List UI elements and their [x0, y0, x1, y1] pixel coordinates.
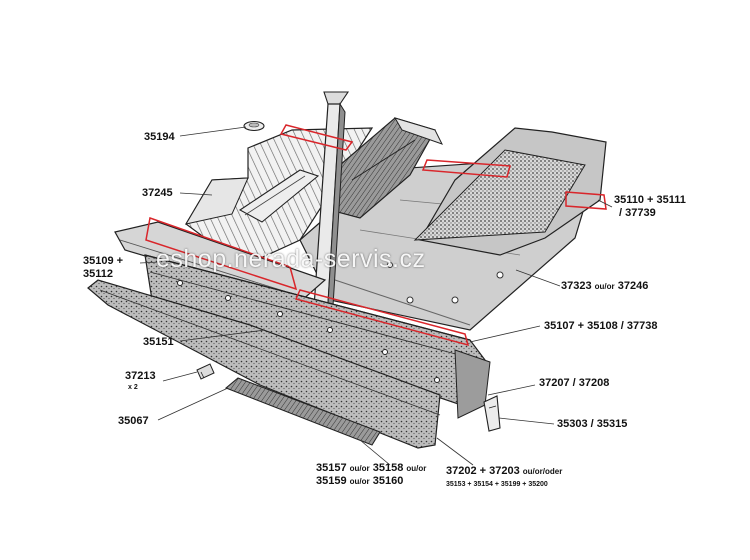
leader-lines	[139, 126, 613, 466]
label-37739: / 37739	[619, 207, 656, 219]
label-35157-number: 35157	[316, 462, 347, 474]
sill-strip	[224, 377, 381, 446]
label-37323: 37323 ou/or 37246	[561, 280, 648, 293]
label-37202-subparts: 35153 + 35154 + 35199 + 35200	[446, 481, 548, 488]
label-37202-number: 37202 + 37203	[446, 465, 520, 477]
label-35159-or: ou/or	[349, 477, 370, 486]
rubber-plug	[243, 120, 265, 132]
label-35194: 35194	[144, 131, 175, 143]
central-tunnel	[329, 117, 443, 219]
label-35303-35315: 35303 / 35315	[557, 418, 628, 430]
label-37202-37203: 37202 + 37203 ou/or/oder	[446, 465, 562, 478]
highlight-rear-crossmember	[279, 124, 354, 151]
label-35157-35158: 35157 ou/or 35158 ou/or	[316, 462, 426, 475]
label-37202-or: ou/or/oder	[522, 467, 563, 476]
label-35112: 35112	[83, 268, 113, 280]
main-sill-beam	[144, 254, 491, 419]
label-37246-number: 37246	[617, 280, 649, 292]
label-37213-quantity: x 2	[128, 384, 138, 391]
outer-sill-panel	[87, 279, 441, 449]
watermark: eshop.nerada-servis.cz	[156, 245, 426, 273]
highlight-outlines	[145, 124, 607, 347]
label-35158-number: 35158	[372, 462, 404, 474]
label-37323-or: ou/or	[594, 282, 615, 291]
label-35160-number: 35160	[372, 475, 404, 487]
label-35067: 35067	[118, 415, 149, 427]
label-37213: 37213	[125, 370, 156, 382]
highlight-centre-seam	[421, 159, 511, 178]
cross-member	[238, 169, 320, 223]
right-floor-pan	[413, 127, 607, 256]
label-35159-number: 35159	[316, 475, 347, 487]
label-35107-35108-37738: 35107 + 35108 / 37738	[544, 320, 658, 332]
label-35158-or: ou/or	[406, 464, 427, 473]
highlight-rear-cross-panel	[145, 217, 298, 291]
label-35151: 35151	[143, 336, 174, 348]
highlight-right-sill-edge	[565, 191, 607, 210]
label-35110-35111: 35110 + 35111	[614, 194, 686, 206]
label-35159-35160: 35159 ou/or 35160	[316, 475, 403, 488]
label-35157-or: ou/or	[349, 464, 370, 473]
label-35109: 35109 +	[83, 255, 124, 267]
highlight-inner-sill	[294, 289, 470, 347]
label-37323-number: 37323	[561, 280, 592, 292]
end-cap-bracket	[483, 395, 501, 432]
label-37245: 37245	[142, 187, 173, 199]
bolt	[196, 363, 215, 380]
label-37207-37208: 37207 / 37208	[539, 377, 610, 389]
